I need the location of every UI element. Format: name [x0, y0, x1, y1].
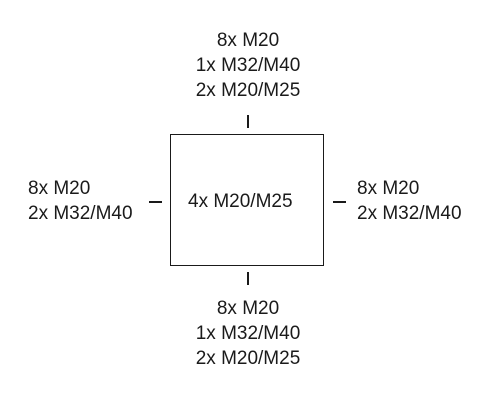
left-label-line-1: 8x M20 — [28, 178, 91, 199]
bottom-label-line-3: 2x M20/M25 — [195, 348, 301, 369]
top-side-labels: 8x M20 1x M32/M40 2x M20/M25 — [189, 28, 307, 103]
left-tick — [149, 201, 162, 203]
top-label-line-2: 1x M32/M40 — [195, 55, 301, 76]
left-side-labels: 8x M20 2x M32/M40 — [28, 176, 133, 226]
right-tick — [333, 201, 346, 203]
enclosure-box — [170, 134, 324, 266]
center-label: 4x M20/M25 — [188, 191, 293, 212]
right-label-line-2: 2x M32/M40 — [357, 203, 462, 224]
bottom-tick — [247, 272, 249, 285]
bottom-side-labels: 8x M20 1x M32/M40 2x M20/M25 — [189, 296, 307, 371]
top-label-line-3: 2x M20/M25 — [195, 80, 301, 101]
right-side-labels: 8x M20 2x M32/M40 — [357, 176, 462, 226]
top-label-line-1: 8x M20 — [216, 30, 280, 51]
right-label-line-1: 8x M20 — [357, 178, 420, 199]
bottom-label-line-1: 8x M20 — [216, 298, 280, 319]
bottom-label-line-2: 1x M32/M40 — [195, 323, 301, 344]
left-label-line-2: 2x M32/M40 — [28, 203, 133, 224]
top-tick — [247, 115, 249, 128]
